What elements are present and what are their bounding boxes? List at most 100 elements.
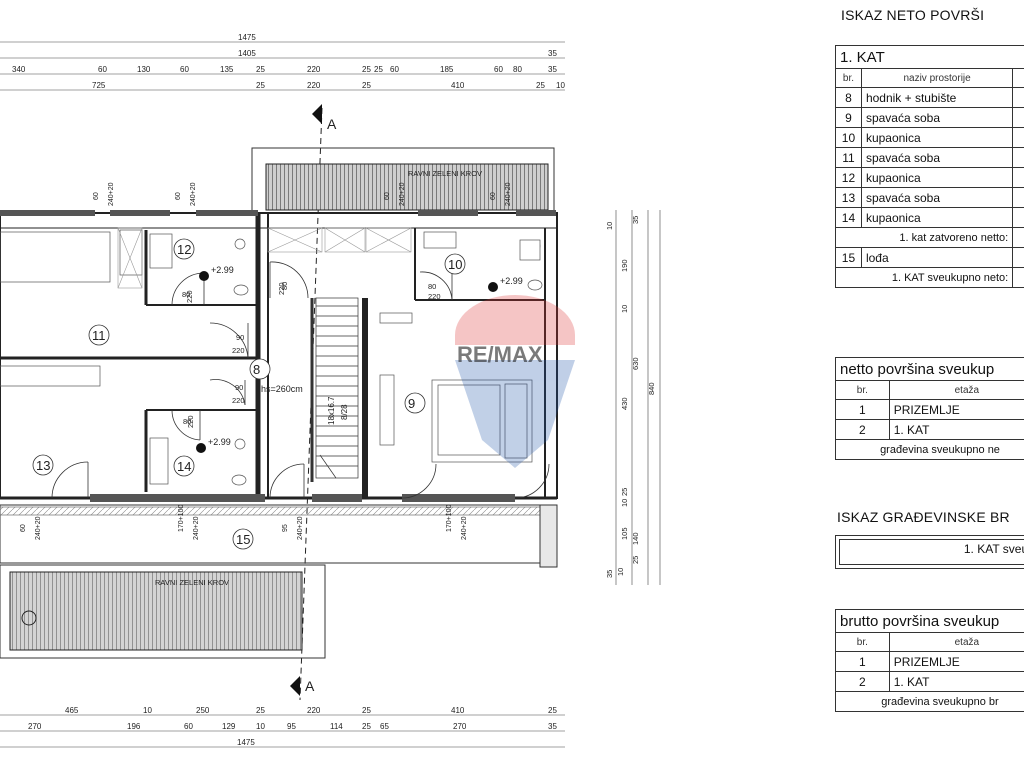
dimension-label: 840	[647, 382, 656, 395]
door-label: 220	[277, 282, 286, 295]
room-number: 15	[236, 532, 250, 547]
dimension-label: 25	[374, 65, 383, 74]
dimension-label: 60	[390, 65, 399, 74]
room-number: 8	[253, 362, 260, 377]
room-height-label: hs=260cm	[261, 384, 303, 394]
dimension-label: 25	[256, 65, 265, 74]
furniture	[0, 229, 543, 486]
dimension-label: 410	[451, 706, 465, 715]
door-label: 80	[428, 282, 436, 291]
door-label: 220	[186, 415, 195, 428]
netto-col-name: etaža	[888, 380, 1024, 400]
window-label: 240+20	[35, 516, 42, 540]
dimension-label: 1475	[238, 33, 256, 42]
wardrobes	[117, 227, 412, 289]
window-label: 240+20	[297, 516, 304, 540]
dimension-label: 220	[307, 706, 321, 715]
room-number-marker	[88, 324, 110, 346]
elevation-marker	[196, 443, 206, 453]
room-number: 11	[92, 328, 106, 343]
dimension-label: 135	[220, 65, 234, 74]
dimension-label: 10	[143, 706, 152, 715]
dimension-label: 190	[620, 259, 629, 272]
elevation-marker	[488, 282, 498, 292]
loggia-railing	[0, 506, 541, 516]
elevation-label: +2.99	[500, 276, 523, 286]
netto-col-br: br.	[835, 380, 890, 400]
neto-col-name: naziv prostorije	[860, 68, 1014, 88]
dimension-label: 25	[362, 65, 371, 74]
stair-label: 8/28	[340, 404, 349, 420]
section-label: A	[305, 678, 315, 694]
dimension-label: 10	[556, 81, 565, 90]
section-line	[299, 107, 323, 701]
dimension-label: 25	[256, 81, 265, 90]
window-label: 240+20	[190, 182, 197, 206]
stair-label: 18x16.7	[327, 396, 336, 425]
elevation-label: +2.99	[211, 265, 234, 275]
room-number: 13	[36, 458, 50, 473]
section-arrow-bottom	[290, 676, 300, 696]
dimension-label: 35	[548, 722, 557, 731]
dimension-label: 1475	[237, 738, 255, 747]
dimension-label: 410	[451, 81, 465, 90]
watermark-text: RE/MAX	[457, 342, 543, 367]
dimension-label: 725	[92, 81, 106, 90]
green-roof-top	[265, 163, 549, 211]
gradjevinske-heading: ISKAZ GRAĐEVINSKE BR	[837, 509, 1010, 525]
door-label: 220	[185, 290, 194, 303]
dimension-label: 270	[453, 722, 467, 731]
window-label: 170+100	[446, 504, 453, 532]
dimension-label: 35	[631, 216, 640, 224]
window-label: 240+20	[399, 182, 406, 206]
gradjevinske-box-label: 1. KAT sveu	[963, 542, 1024, 556]
dimension-label: 25	[362, 722, 371, 731]
dimension-label: 25	[362, 706, 371, 715]
staircase	[310, 297, 359, 482]
room-number: 12	[177, 242, 191, 257]
dimension-label: 25	[620, 488, 629, 496]
window-label: 240+20	[461, 516, 468, 540]
walls	[0, 210, 558, 502]
door-label: 220	[232, 346, 245, 355]
neto-col-br: br.	[835, 68, 862, 88]
room-number: 10	[448, 257, 462, 272]
dimension-label: 196	[127, 722, 141, 731]
dimension-label: 129	[222, 722, 236, 731]
door-label: 90	[235, 383, 243, 392]
door-label: 80	[182, 290, 190, 299]
dimension-label: 10	[256, 722, 265, 731]
table-row-total: građevina sveukupno ne	[835, 439, 1024, 460]
green-roof-label: RAVNI ZELENI KROV	[155, 578, 229, 587]
room-number-marker	[232, 528, 254, 550]
door-label: 80	[183, 417, 191, 426]
dimension-label: 25	[362, 81, 371, 90]
window-label: 170+100	[178, 504, 185, 532]
dimension-label: 250	[196, 706, 210, 715]
neto-col-cut: r	[1012, 68, 1024, 88]
window-label: 60	[384, 192, 391, 200]
dimension-label: 10	[620, 305, 629, 313]
dimension-label: 340	[12, 65, 26, 74]
dimension-label: 25	[256, 706, 265, 715]
roof-outline-bottom	[0, 564, 326, 659]
dimension-label: 60	[180, 65, 189, 74]
loggia-column	[539, 504, 558, 568]
window-label: 60	[20, 524, 27, 532]
dimension-label: 185	[440, 65, 454, 74]
dimension-label: 95	[287, 722, 296, 731]
brutto-total-title: brutto površina sveukup	[835, 609, 1024, 633]
room-number-marker	[173, 238, 195, 260]
door-label: 90	[236, 333, 244, 342]
window-label: 95	[282, 524, 289, 532]
green-roof-label: RAVNI ZELENI KROV	[408, 169, 482, 178]
dimension-label: 105	[620, 527, 629, 540]
table-row-total: građevina sveukupno br	[835, 691, 1024, 712]
